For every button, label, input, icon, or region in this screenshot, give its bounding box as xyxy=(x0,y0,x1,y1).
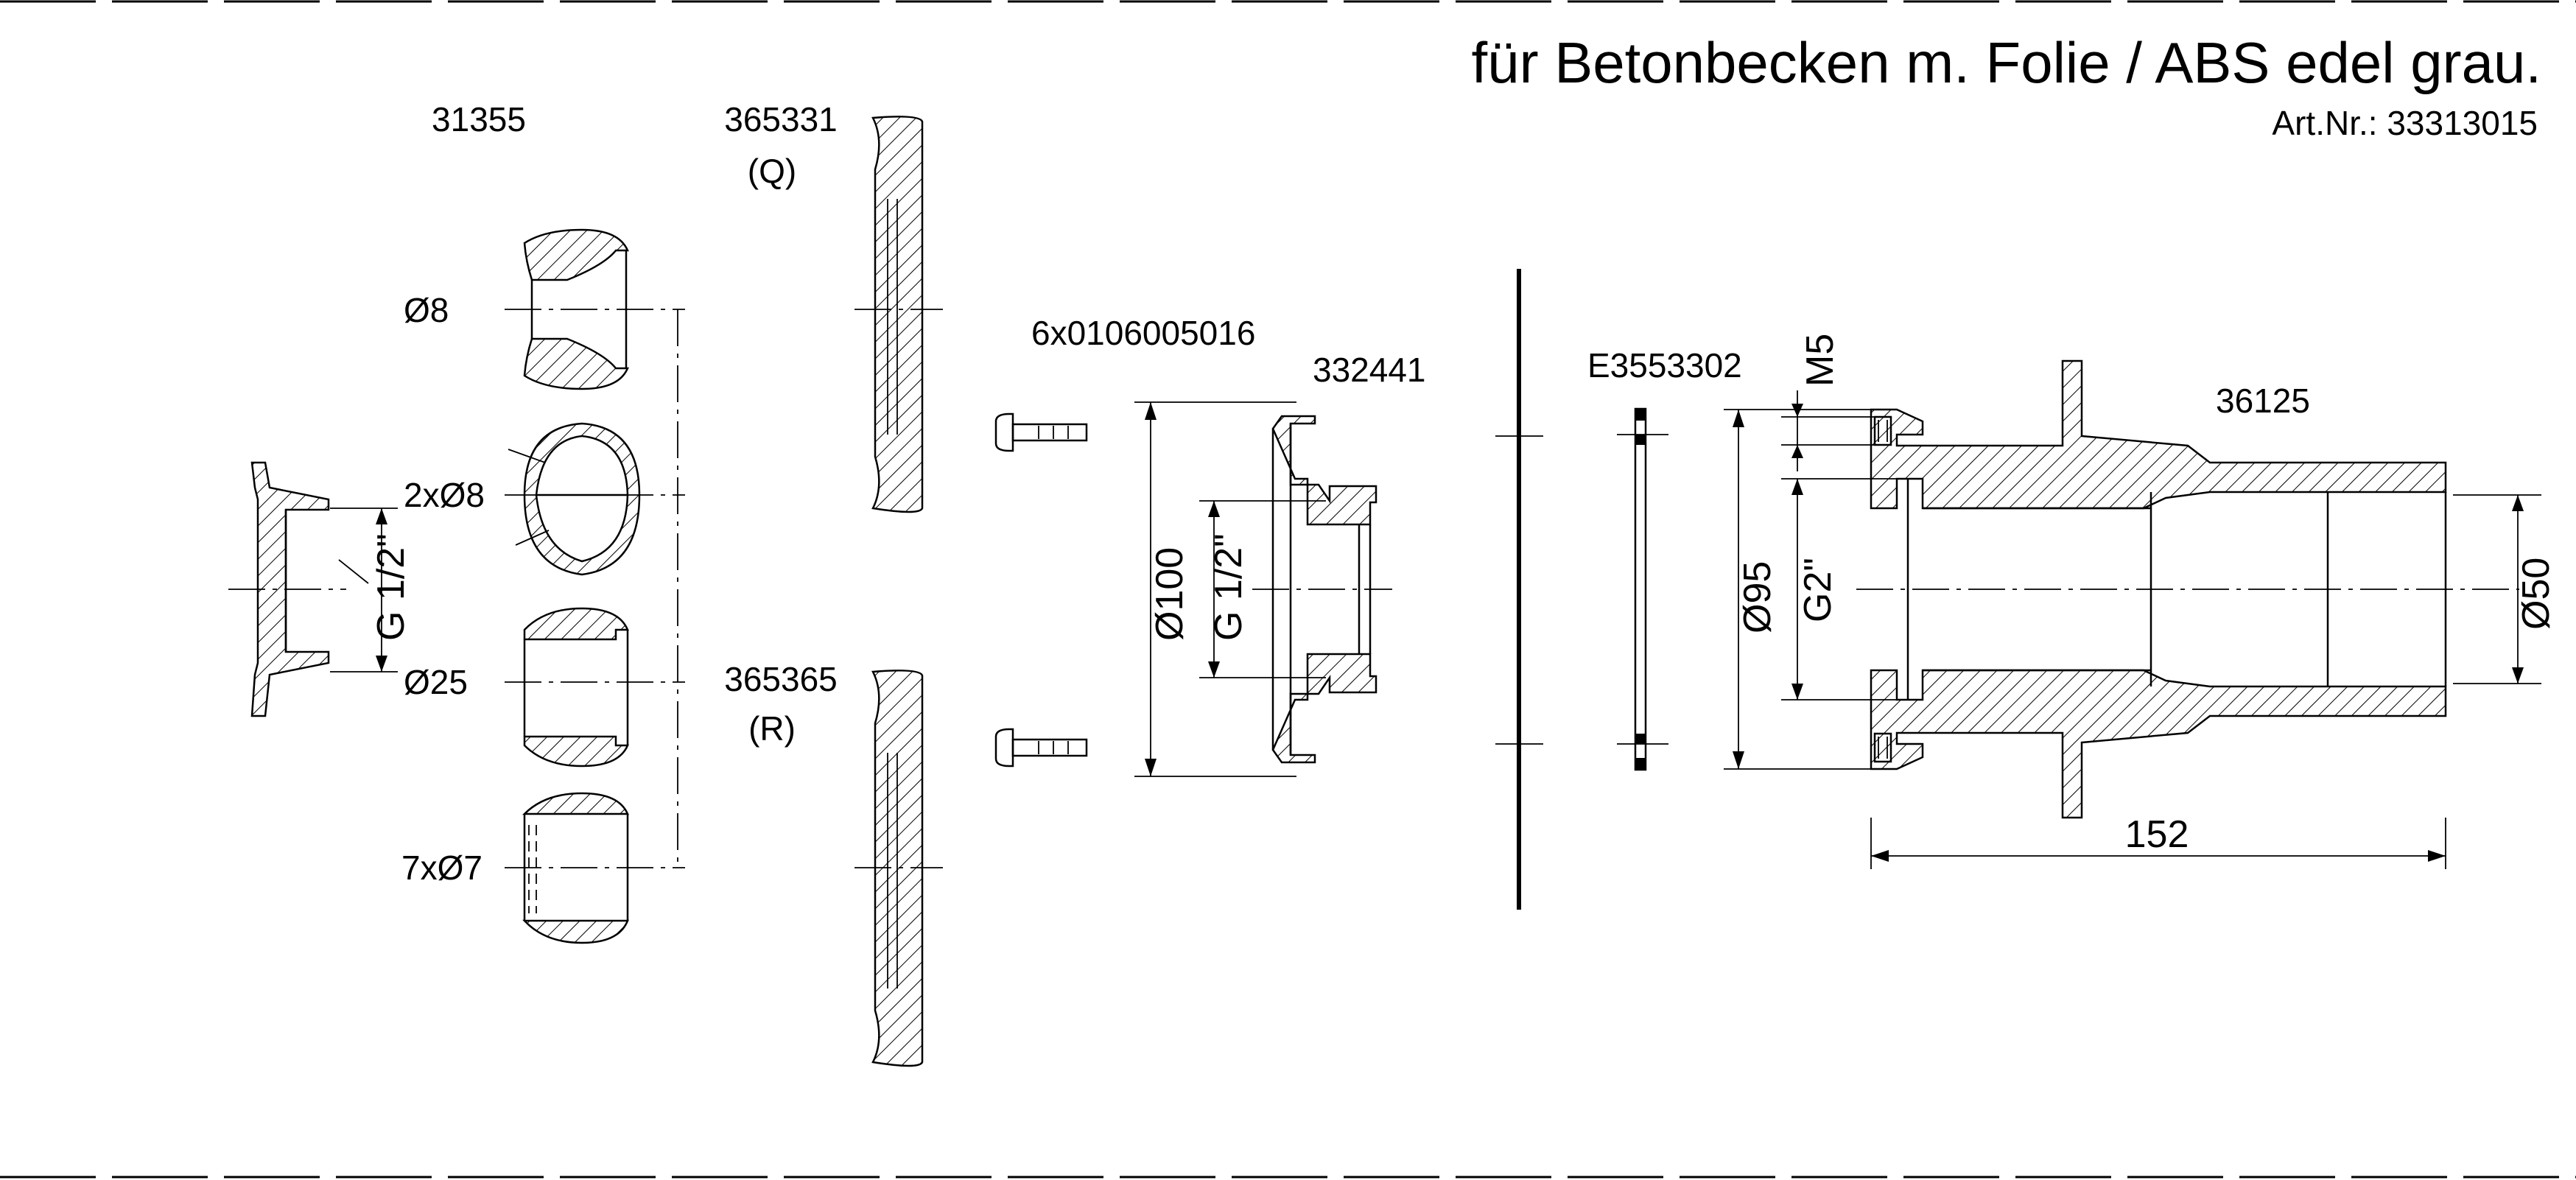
dim-length-152: 152 xyxy=(2125,813,2189,856)
screws-drawing xyxy=(994,412,1088,768)
label-plate-365331: 365331 xyxy=(724,100,838,138)
dim-g2: G2" xyxy=(1797,558,1839,622)
dim-d100: Ø100 xyxy=(1148,547,1191,641)
label-body-36125: 36125 xyxy=(2216,382,2310,420)
article-number: Art.Nr.: 33313015 xyxy=(2272,104,2538,142)
label-screws: 6x0106005016 xyxy=(1031,314,1255,352)
cover-cap-drawing xyxy=(228,461,398,717)
cover-plate-r-drawing xyxy=(854,670,943,1067)
dim-d50: Ø50 xyxy=(2515,558,2558,630)
dim-g-half-cover: G 1/2" xyxy=(370,533,413,641)
flange-drawing xyxy=(1134,401,1392,777)
label-plate-r: (R) xyxy=(748,709,796,748)
dim-g-half-flange: G 1/2" xyxy=(1207,533,1250,641)
insert-label-7xd7: 7xØ7 xyxy=(401,849,482,887)
dim-d95: Ø95 xyxy=(1736,561,1779,633)
insert-label-2xd8: 2xØ8 xyxy=(404,476,485,514)
label-plate-q: (Q) xyxy=(748,152,796,190)
label-flange-332441: 332441 xyxy=(1313,351,1426,389)
insert-label-d8: Ø8 xyxy=(404,291,449,329)
gasket-drawing xyxy=(1617,407,1668,771)
dim-m5: M5 xyxy=(1799,334,1842,387)
body-drawing xyxy=(1724,359,2541,869)
drawing-title: für Betonbecken m. Folie / ABS edel grau… xyxy=(1472,30,2541,95)
insert-label-d25: Ø25 xyxy=(404,663,468,701)
foil-drawing xyxy=(1495,269,1543,910)
label-cover-31355: 31355 xyxy=(432,100,526,138)
label-plate-365365: 365365 xyxy=(724,660,838,698)
cover-plate-q-drawing xyxy=(854,116,943,513)
label-gasket: E3553302 xyxy=(1587,346,1742,384)
nozzle-inserts-drawing xyxy=(505,228,685,944)
